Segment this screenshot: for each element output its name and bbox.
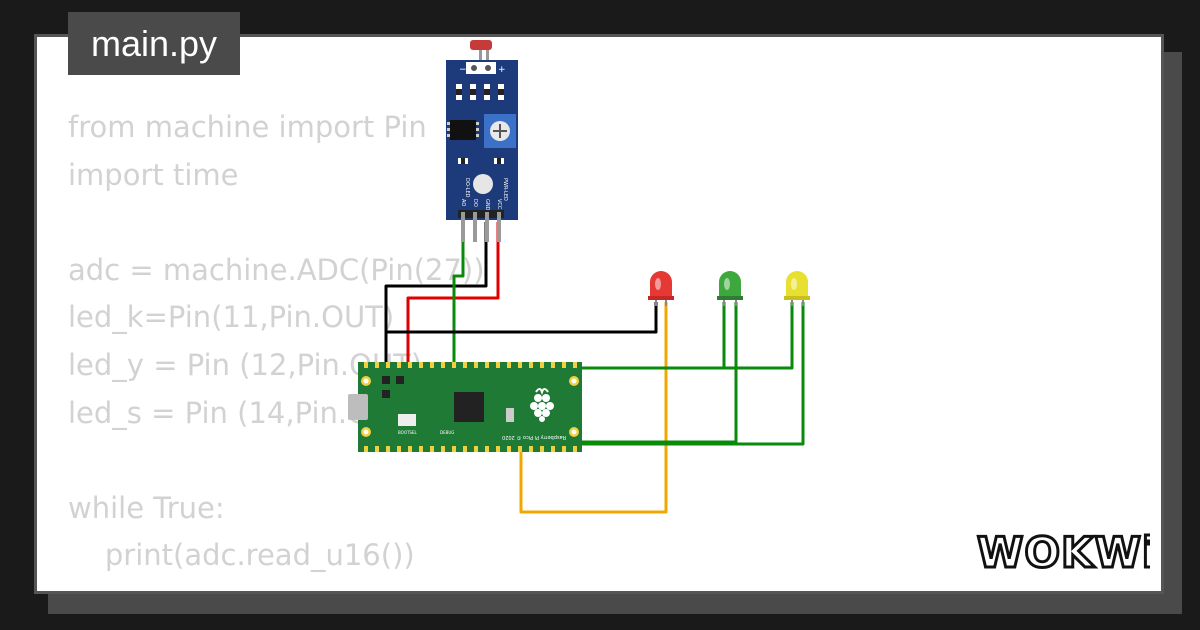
sensor-pin-header: [458, 210, 504, 218]
code-line: while True:: [68, 490, 225, 525]
do-led-label: DO-LED: [464, 178, 470, 198]
wire-red-led-gnd[interactable]: [384, 300, 658, 334]
wokwi-logo-text: WOKWi: [977, 528, 1150, 577]
photoresistor: [470, 40, 492, 50]
debug-label: DEBUG: [440, 430, 454, 435]
led-yellow[interactable]: [784, 271, 810, 306]
pin-label-ao: AO: [460, 199, 466, 206]
jumper-plus-label: +: [498, 65, 506, 75]
bootsel-label: BOOTSEL: [398, 430, 417, 435]
jumper-header: [466, 62, 496, 74]
code-line: adc = machine.ADC(Pin(27)): [68, 252, 485, 287]
led-red[interactable]: [648, 271, 674, 306]
wire-green-led-b[interactable]: [580, 302, 738, 444]
code-line: led_y = Pin (12,Pin.OUT): [68, 347, 423, 382]
pin-label-gnd: GND: [484, 199, 490, 211]
raspberry-logo-icon: [530, 388, 554, 422]
file-tab-main-py[interactable]: main.py: [68, 12, 240, 75]
code-line: import time: [68, 157, 239, 192]
comparator-chip: [450, 120, 476, 140]
raspberry-pi-pico[interactable]: BOOTSEL Raspberry Pi Pico © 2020 DEBUG: [348, 362, 582, 452]
pwr-led-label: PWR-LED: [502, 178, 508, 201]
pin-label-do: DO: [472, 199, 478, 207]
led-green[interactable]: [717, 271, 743, 306]
code-line: print(adc.read_u16()): [68, 538, 415, 573]
pico-board-label: Raspberry Pi Pico © 2020: [502, 434, 566, 441]
wire-signal[interactable]: [452, 222, 465, 372]
ldr-sensor-module[interactable]: − +: [446, 40, 518, 242]
usb-connector: [348, 394, 368, 420]
pico-bottom-pins: [364, 446, 577, 452]
jumper-minus-label: −: [459, 65, 467, 75]
pin-label-vcc: VCC: [496, 199, 502, 210]
code-line: from machine import Pin: [68, 110, 427, 144]
wire-yellow-led-a[interactable]: [580, 302, 794, 370]
status-led-indicator: [473, 174, 493, 194]
pico-top-pins: [364, 362, 577, 368]
wires: [384, 222, 805, 514]
code-line: led_k=Pin(11,Pin.OUT): [68, 300, 395, 335]
wire-green-led-a[interactable]: [580, 302, 726, 370]
bootsel-button[interactable]: [398, 414, 416, 426]
simulator-card: [34, 34, 1164, 594]
wire-red-led-anode[interactable]: [519, 302, 668, 514]
wire-yellow-led-b[interactable]: [580, 302, 805, 446]
code-editor[interactable]: from machine import Pin import time adc …: [68, 104, 485, 580]
wokwi-logo: WOKWi: [976, 527, 1151, 578]
rp2040-chip: [454, 392, 484, 422]
